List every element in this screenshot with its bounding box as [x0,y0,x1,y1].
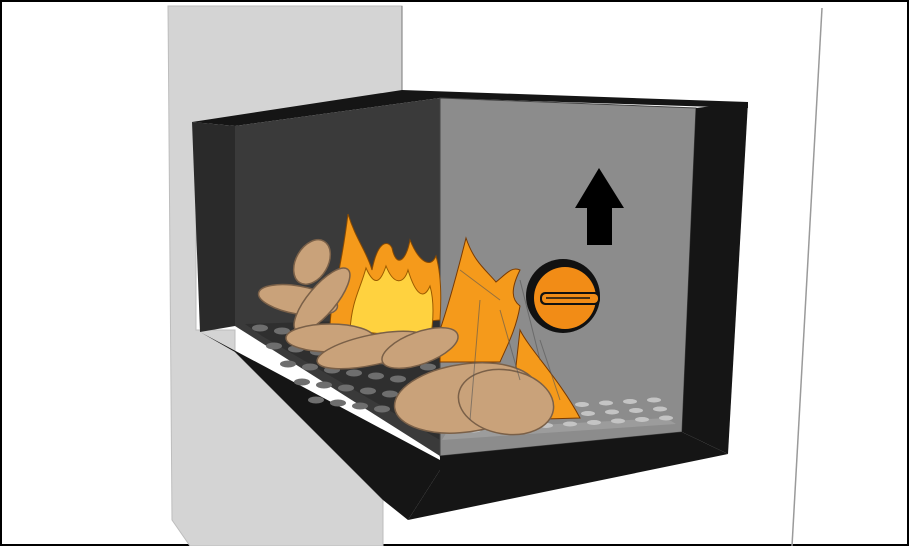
grate-dot [266,343,282,350]
grate-dot [330,400,346,407]
grate-dot [390,376,406,383]
glass-grate-dot [563,422,577,427]
glass-grate-dot [575,402,589,407]
glass-grate-dot [629,408,643,413]
grate-dot [374,406,390,413]
grate-dot [346,370,362,377]
glass-grate-dot [605,410,619,415]
grate-dot [360,388,376,395]
glass-grate-dot [653,407,667,412]
grate-dot [280,361,296,368]
grate-dot [308,397,324,404]
glass-grate-dot [587,420,601,425]
damper-knob-icon [526,259,600,333]
grate-dot [294,379,310,386]
grate-dot [302,364,318,371]
glass-grate-dot [635,417,649,422]
grate-dot [368,373,384,380]
glass-grate-dot [599,401,613,406]
glass-grate-dot [623,399,637,404]
glass-grate-dot [611,419,625,424]
grate-dot [338,385,354,392]
grate-dot [382,391,398,398]
grate-dot [316,382,332,389]
glass-grate-dot [581,411,595,416]
glass-grate-dot [659,416,673,421]
grate-dot [352,403,368,410]
grate-dot [252,325,268,332]
glass-grate-dot [647,398,661,403]
